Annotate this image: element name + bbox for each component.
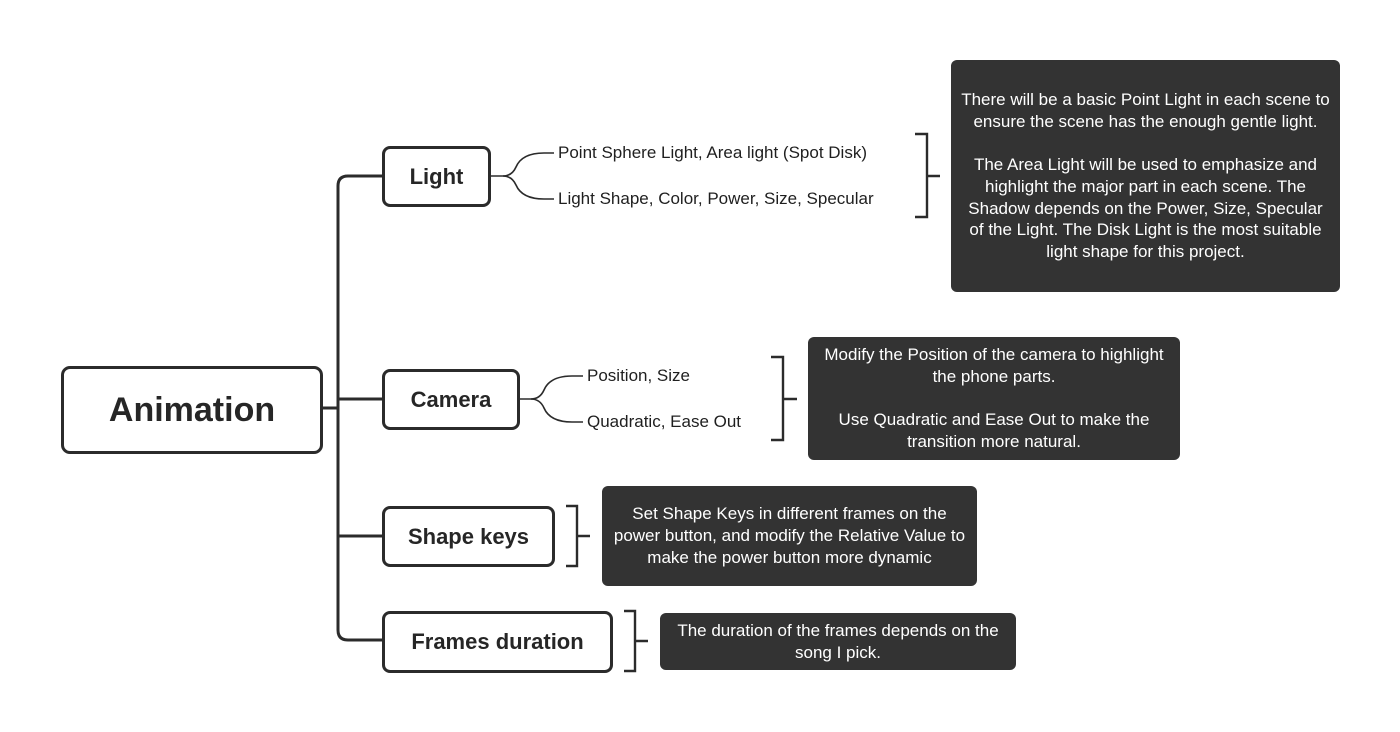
branch-camera[interactable]: Camera	[382, 369, 520, 430]
branch-frames-duration-label: Frames duration	[411, 629, 584, 654]
camera-note-paragraph-1: Modify the Position of the camera to hig…	[824, 345, 1164, 386]
light-fork-top	[490, 152, 554, 177]
branch-spine	[336, 174, 386, 642]
branch-frames-duration[interactable]: Frames duration	[382, 611, 613, 673]
root-topic-label: Animation	[108, 390, 276, 429]
shape-keys-note-paragraph: Set Shape Keys in different frames on th…	[613, 504, 966, 567]
light-bracket	[915, 132, 940, 219]
light-leaf-2[interactable]: Light Shape, Color, Power, Size, Specula…	[558, 189, 874, 208]
branch-shape-keys[interactable]: Shape keys	[382, 506, 555, 567]
camera-leaf-2[interactable]: Quadratic, Ease Out	[587, 412, 742, 431]
light-note-paragraph-1: There will be a basic Point Light in eac…	[961, 90, 1330, 131]
camera-leaf-1[interactable]: Position, Size	[587, 366, 690, 385]
light-fork-bottom	[502, 175, 554, 200]
camera-note: Modify the Position of the camera to hig…	[808, 337, 1180, 460]
branch-shape-keys-label: Shape keys	[407, 523, 530, 549]
camera-fork-bottom	[530, 398, 583, 423]
root-topic[interactable]: Animation	[61, 366, 323, 454]
light-note-paragraph-2: The Area Light will be used to emphasize…	[968, 155, 1323, 262]
shape-keys-bracket	[566, 504, 590, 568]
frames-duration-note-paragraph: The duration of the frames depends on th…	[677, 620, 999, 662]
camera-fork-top	[519, 375, 583, 400]
camera-note-paragraph-2: Use Quadratic and Ease Out to make the t…	[838, 410, 1150, 452]
branch-light-label: Light	[409, 163, 464, 189]
frames-duration-bracket	[624, 609, 648, 673]
light-leaf-1[interactable]: Point Sphere Light, Area light (Spot Dis…	[558, 143, 867, 162]
frames-duration-note: The duration of the frames depends on th…	[660, 613, 1016, 670]
branch-light[interactable]: Light	[382, 146, 491, 207]
camera-bracket	[771, 355, 797, 442]
branch-camera-label: Camera	[410, 386, 492, 412]
shape-keys-note: Set Shape Keys in different frames on th…	[602, 486, 977, 586]
light-note: There will be a basic Point Light in eac…	[951, 60, 1340, 292]
